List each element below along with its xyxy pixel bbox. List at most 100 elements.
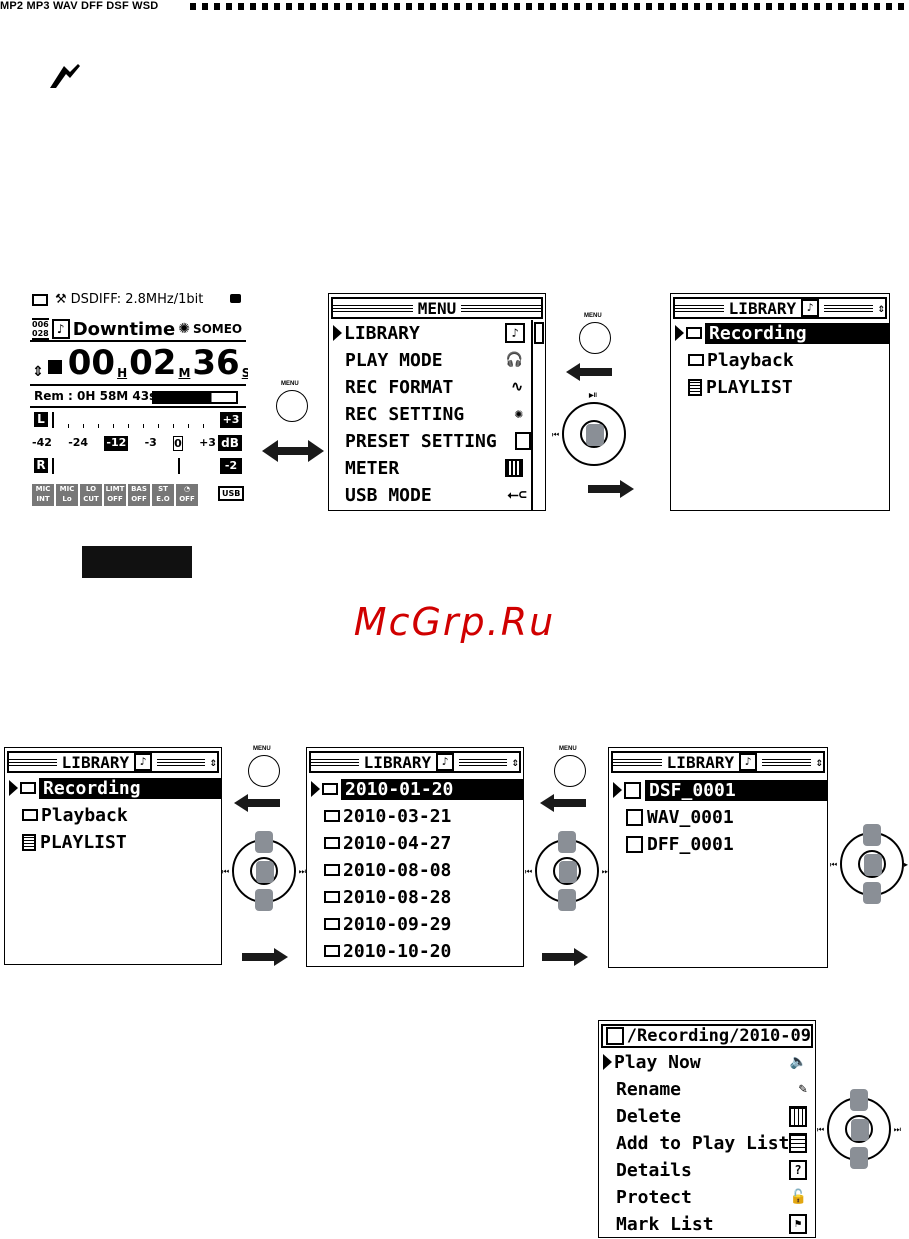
- left-arrow-icon: [234, 794, 280, 812]
- jog-dial[interactable]: ⏮ ⏭: [817, 1089, 901, 1169]
- usb-icon: ⭠⊂: [507, 487, 527, 503]
- folder-icon: [32, 293, 48, 306]
- page-header-title: MP2 MP3 WAV DFF DSF WSD: [0, 0, 159, 12]
- format-icon: ⚒: [55, 292, 67, 307]
- menu-item-play-mode[interactable]: PLAY MODE🎧: [345, 349, 523, 371]
- option-protect[interactable]: Protect🔓: [616, 1186, 807, 1208]
- menu-button-label: MENU: [559, 746, 577, 752]
- usb-power-icon: USB: [218, 486, 245, 501]
- file-item[interactable]: DFF_0001: [626, 831, 827, 857]
- menu-button[interactable]: [579, 322, 611, 354]
- music-note-icon: ♪: [801, 299, 820, 317]
- folder-item[interactable]: 2010-09-29: [324, 911, 523, 937]
- library-screen-3: LIBRARY ♪ ⇕ DSF_0001 WAV_0001 DFF_0001: [608, 747, 828, 968]
- menu-button[interactable]: [248, 755, 280, 787]
- library-screen-1: LIBRARY ♪ ⇕ Recording Playback PLAYLIST: [4, 747, 222, 965]
- folder-item[interactable]: 2010-01-20: [307, 776, 523, 802]
- folder-icon: [688, 354, 704, 366]
- stop-icon: [47, 360, 62, 374]
- channel-right: R: [34, 458, 48, 473]
- option-delete[interactable]: Delete: [616, 1103, 807, 1129]
- double-arrow-icon: [262, 440, 324, 462]
- menu-item-library[interactable]: LIBRARY♪: [329, 320, 531, 346]
- file-item[interactable]: DSF_0001: [609, 777, 827, 803]
- music-note-icon: ♪: [436, 753, 455, 771]
- artist-name: SOMEO: [192, 322, 243, 336]
- menu-button[interactable]: [554, 755, 586, 787]
- scroll-updown-icon: ⇕: [209, 755, 218, 769]
- option-mark-list[interactable]: Mark List⚑: [616, 1211, 807, 1237]
- func-button[interactable]: ◔OFF: [176, 484, 198, 506]
- library-item-playback[interactable]: Playback: [688, 347, 889, 373]
- scroll-updown-icon: ⇕: [877, 301, 886, 315]
- meter-peak: [178, 458, 180, 474]
- add-playlist-icon: [789, 1133, 807, 1153]
- folder-icon: [22, 809, 38, 821]
- library-item-playback[interactable]: Playback: [22, 802, 221, 828]
- scroll-updown-icon: ⇕: [815, 755, 824, 769]
- jog-dial[interactable]: ⏮ ⏭: [525, 831, 609, 911]
- option-rename[interactable]: Rename✎: [616, 1078, 807, 1100]
- artist-icon: ✺: [178, 321, 190, 337]
- remaining-time: Rem : 0H 58M 43s: [34, 389, 157, 403]
- menu-item-meter[interactable]: METER: [345, 455, 531, 481]
- folder-item[interactable]: 2010-04-27: [324, 830, 523, 856]
- status-screen: ⚒ DSDIFF: 2.8MHz/1bit 006 028 ♪ Downtime…: [28, 288, 248, 512]
- jog-dial[interactable]: ⏮ ▸: [830, 824, 908, 904]
- menu-button-label: MENU: [281, 381, 299, 387]
- playlist-icon: [688, 378, 702, 396]
- jog-dial[interactable]: ⏮ ⏭: [222, 831, 306, 911]
- watermark: McGrp.Ru: [353, 600, 556, 644]
- audio-file-icon: [624, 781, 641, 799]
- menu-item-rec-setting[interactable]: REC SETTING✺: [345, 403, 523, 425]
- level-top: +3: [220, 412, 242, 428]
- path-bar: /Recording/2010-09: [601, 1024, 813, 1048]
- menu-button[interactable]: [276, 390, 308, 422]
- time-seconds: 36: [192, 343, 240, 383]
- option-add-to-play-list[interactable]: Add to Play List: [616, 1130, 807, 1156]
- header-dotted-rule: [190, 3, 909, 10]
- time-hours: 00: [67, 343, 116, 383]
- jog-dial[interactable]: ⏮: [552, 402, 626, 466]
- file-options-screen: /Recording/2010-09 Play Now🔈 Rename✎ Del…: [598, 1020, 816, 1238]
- library-item-recording[interactable]: Recording: [671, 320, 889, 346]
- folder-path-icon: [606, 1027, 624, 1045]
- library-item-playlist[interactable]: PLAYLIST: [688, 374, 889, 400]
- play-pause-label: ▶II: [589, 393, 597, 399]
- menu-scrollbar[interactable]: [531, 320, 545, 510]
- folder-item[interactable]: 2010-10-20: [324, 938, 523, 964]
- option-play-now[interactable]: Play Now🔈: [599, 1049, 807, 1075]
- menu-item-usb-mode[interactable]: USB MODE⭠⊂: [345, 484, 527, 506]
- menu-item-preset-setting[interactable]: PRESET SETTING: [345, 428, 531, 454]
- pencil-icon: ✎: [798, 1081, 807, 1097]
- time-minutes: 02: [129, 343, 177, 383]
- wave-icon: ∿: [511, 379, 523, 395]
- headphone-icon: 🎧: [505, 352, 523, 368]
- folder-item[interactable]: 2010-08-28: [324, 884, 523, 910]
- folder-icon: [324, 918, 340, 930]
- library-title-bar: LIBRARY ♪ ⇕: [611, 751, 825, 773]
- folder-item[interactable]: 2010-08-08: [324, 857, 523, 883]
- file-item[interactable]: WAV_0001: [626, 804, 827, 830]
- meter-icon: [505, 459, 523, 477]
- option-details[interactable]: Details?: [616, 1157, 807, 1183]
- library-item-playlist[interactable]: PLAYLIST: [22, 829, 221, 855]
- caution-hand-icon: [50, 64, 80, 88]
- menu-item-rec-format[interactable]: REC FORMAT∿: [345, 376, 523, 398]
- left-arrow-icon: [566, 363, 612, 381]
- menu-screen: MENU LIBRARY♪ PLAY MODE🎧 REC FORMAT∿ REC…: [328, 293, 546, 511]
- library-item-recording[interactable]: Recording: [5, 775, 221, 801]
- left-arrow-icon: [540, 794, 586, 812]
- right-arrow-icon: [242, 948, 288, 966]
- folder-icon: [324, 810, 340, 822]
- preset-icon: [515, 432, 531, 450]
- repeat-icon: ⇕: [32, 364, 44, 380]
- folder-item[interactable]: 2010-03-21: [324, 803, 523, 829]
